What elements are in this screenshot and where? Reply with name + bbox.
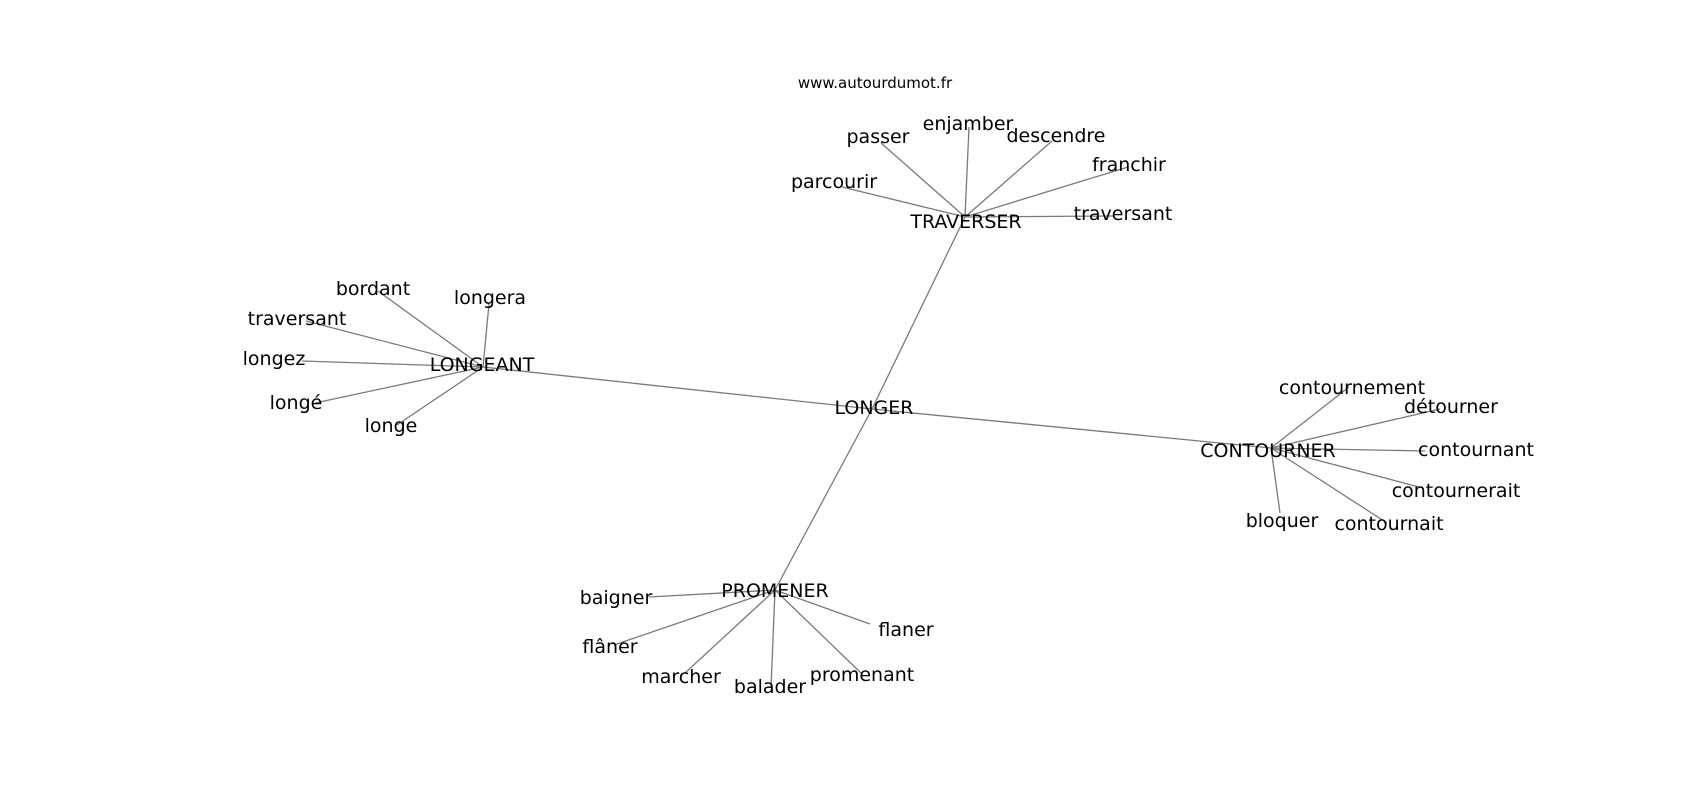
leaf-node-marcher: marcher (641, 666, 721, 688)
edge-longer-promener (774, 408, 873, 591)
edge-traverser-enjamber (964, 126, 970, 218)
edge-longeant-longez (301, 360, 484, 368)
edge-longeant-longe (396, 366, 484, 426)
leaf-node-parcourir: parcourir (791, 171, 877, 193)
leaf-node-enjamber: enjamber (923, 113, 1014, 135)
edge-contourner-detourner (1270, 408, 1441, 449)
leaf-node-bloquer: bloquer (1246, 510, 1319, 532)
edge-contourner-contournement (1270, 386, 1350, 449)
leaf-node-contournement: contournement (1279, 377, 1425, 399)
leaf-node-detourner: détourner (1404, 396, 1498, 418)
leaf-node-traversant-1: traversant (1074, 203, 1173, 225)
edge-longeant-traversant-2 (305, 320, 484, 368)
leaf-node-balader: balader (734, 676, 806, 698)
hub-node-longeant: LONGEANT (430, 354, 535, 376)
leaf-node-contournerait: contournerait (1392, 480, 1521, 502)
edge-promener-flaner-accent (613, 589, 776, 646)
leaf-node-longez: longez (243, 348, 306, 370)
hub-node-traverser: TRAVERSER (909, 211, 1021, 233)
edge-promener-marcher (684, 589, 776, 674)
edge-traverser-franchir (964, 166, 1129, 218)
leaf-node-descendre: descendre (1007, 125, 1106, 147)
leaf-node-flaner-accent: flâner (582, 636, 637, 658)
hub-node-contourner: CONTOURNER (1200, 440, 1336, 462)
hub-node-promener: PROMENER (721, 580, 828, 602)
edge-traverser-descendre (964, 140, 1053, 218)
edge-promener-baigner (648, 589, 776, 598)
leaf-node-passer: passer (846, 126, 909, 148)
leaf-node-contournait: contournait (1334, 513, 1443, 535)
leaf-node-longera: longera (454, 287, 526, 309)
leaf-node-contournant: contournant (1418, 439, 1534, 461)
leaf-node-baigner: baigner (580, 587, 653, 609)
edge-longer-traverser (871, 216, 966, 410)
leaf-node-longe-accent: longé (270, 392, 323, 414)
edge-contourner-contournerait (1270, 447, 1420, 488)
edge-longeant-bordant (377, 290, 484, 368)
edge-contourner-bloquer (1270, 447, 1281, 514)
source-url: www.autourdumot.fr (798, 74, 953, 92)
leaf-node-longe: longe (365, 415, 418, 437)
edge-traverser-passer (880, 142, 966, 218)
center-node-longer: LONGER (834, 397, 913, 419)
edge-promener-flaner (774, 589, 871, 625)
edge-longer-longeant (482, 366, 873, 410)
edge-contourner-contournant (1270, 447, 1426, 452)
edge-traverser-parcourir (841, 186, 966, 218)
edge-traverser-traversant-1 (964, 215, 1114, 218)
edge-contourner-contournait (1270, 447, 1388, 524)
edge-promener-balader (770, 589, 776, 689)
edge-longeant-longera (482, 303, 490, 368)
edge-longeant-longe-accent (314, 366, 484, 404)
leaf-node-flaner: flaner (878, 619, 933, 641)
leaf-node-promenant: promenant (810, 664, 914, 686)
leaf-node-bordant: bordant (336, 278, 410, 300)
edge-layer (301, 126, 1441, 689)
edge-promener-promenant (774, 589, 862, 674)
edge-longer-contourner (871, 408, 1272, 449)
leaf-node-franchir: franchir (1092, 154, 1166, 176)
leaf-node-traversant-2: traversant (248, 308, 347, 330)
